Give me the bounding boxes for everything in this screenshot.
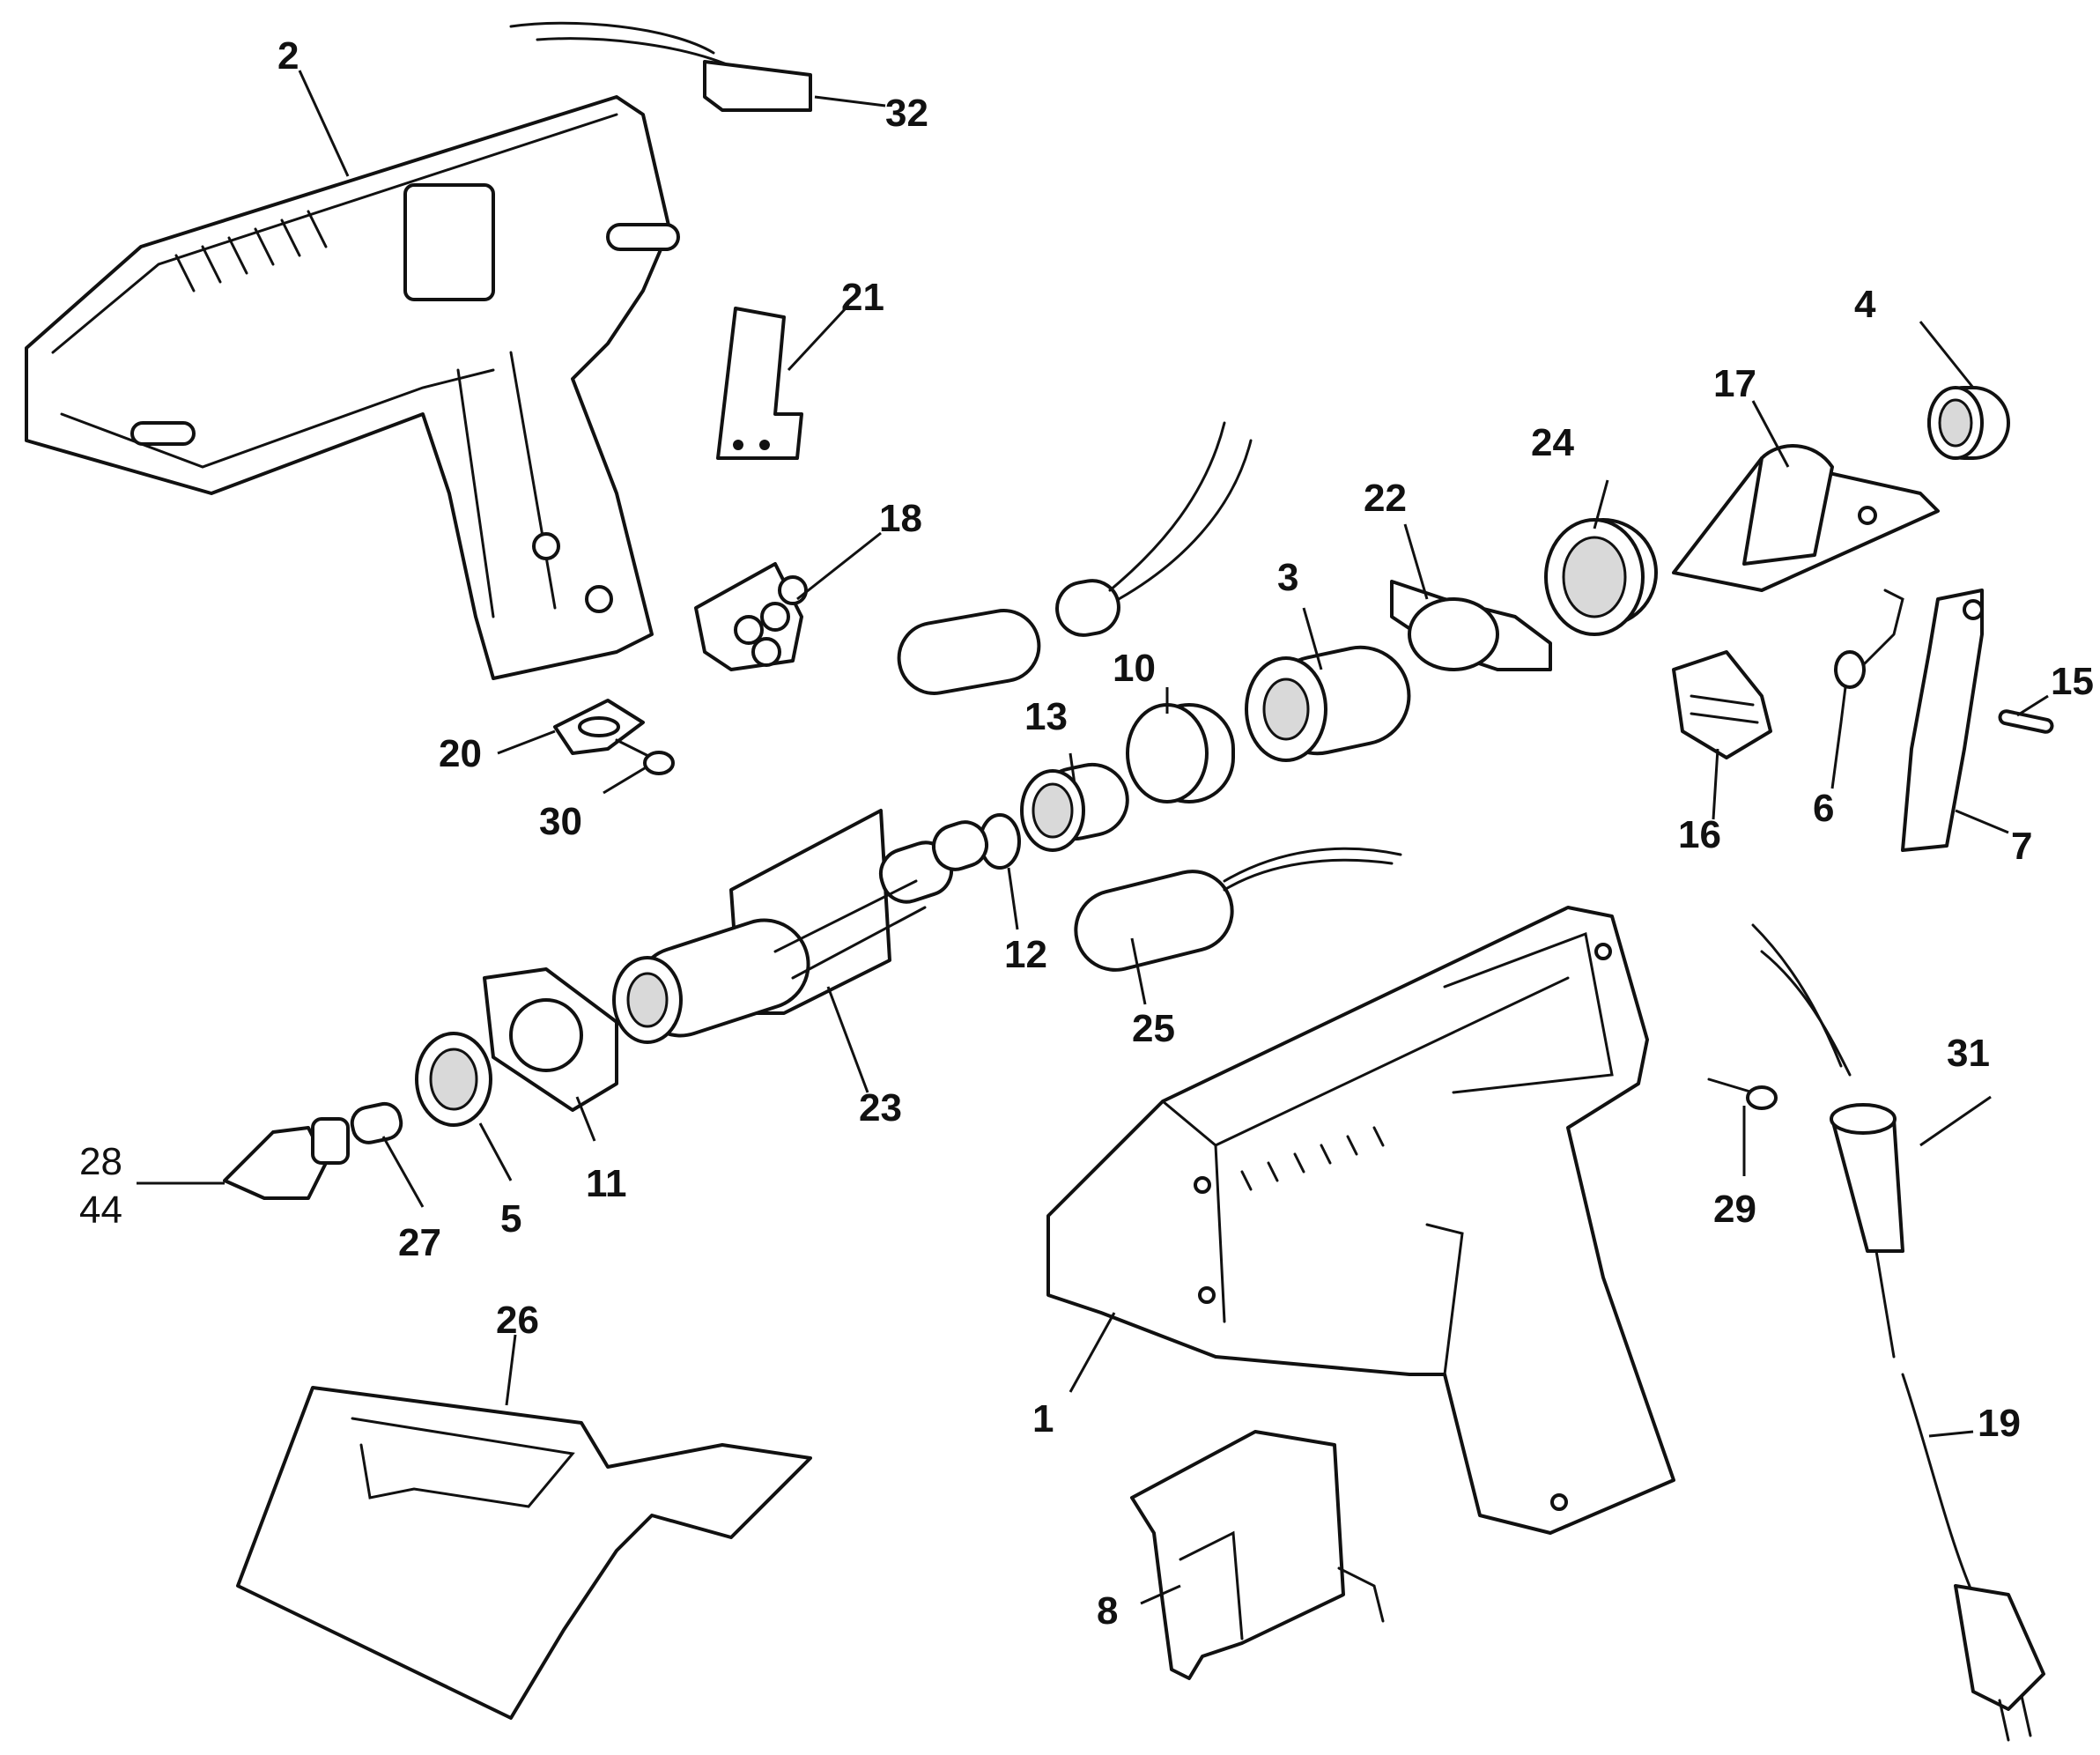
part-19-power-cord bbox=[1874, 1249, 2045, 1742]
callout-16: 16 bbox=[1678, 813, 1721, 856]
part-5-washer bbox=[415, 1032, 492, 1127]
part-11-mount bbox=[483, 967, 618, 1112]
part-23-heater-body bbox=[612, 809, 989, 1044]
callout-17: 17 bbox=[1713, 362, 1756, 405]
part-4-ring bbox=[1927, 386, 2010, 460]
callout-4: 4 bbox=[1854, 283, 1876, 326]
callout-44: 44 bbox=[79, 1189, 122, 1232]
callout-20: 20 bbox=[439, 732, 482, 775]
callout-21: 21 bbox=[841, 276, 884, 319]
callout-32: 32 bbox=[885, 92, 928, 135]
part-31-strain-relief bbox=[1751, 923, 1904, 1253]
part-24-cup bbox=[1544, 518, 1658, 636]
callout-2: 2 bbox=[277, 34, 299, 78]
callout-7: 7 bbox=[2011, 825, 2032, 868]
callout-10: 10 bbox=[1113, 647, 1156, 690]
part-8-guard bbox=[1130, 1430, 1385, 1680]
callout-30: 30 bbox=[539, 800, 582, 843]
part-29-screw bbox=[1707, 1077, 1778, 1110]
part-10-ring bbox=[1126, 703, 1235, 803]
part-28-44-nozzle bbox=[223, 1117, 350, 1200]
part-7-trigger bbox=[1901, 589, 1984, 852]
callout-18: 18 bbox=[879, 497, 922, 540]
part-32-terminal bbox=[509, 21, 812, 112]
part-16-switch bbox=[1672, 650, 1772, 759]
callout-5: 5 bbox=[500, 1197, 521, 1240]
part-2-housing-half bbox=[25, 95, 680, 680]
callout-25: 25 bbox=[1132, 1007, 1175, 1050]
part-17-trigger-housing bbox=[1672, 444, 1940, 592]
part-18-connector bbox=[694, 562, 808, 671]
callout-8: 8 bbox=[1097, 1589, 1118, 1633]
callout-29: 29 bbox=[1713, 1188, 1756, 1231]
callout-12: 12 bbox=[1004, 933, 1047, 976]
callout-19: 19 bbox=[1978, 1402, 2021, 1445]
callout-23: 23 bbox=[859, 1086, 902, 1129]
callout-26: 26 bbox=[496, 1299, 539, 1342]
part-27-sleeve bbox=[350, 1101, 403, 1144]
callout-15: 15 bbox=[2051, 660, 2094, 703]
part-21-plate bbox=[716, 307, 803, 460]
callout-31: 31 bbox=[1947, 1032, 1990, 1075]
callout-13: 13 bbox=[1024, 695, 1068, 738]
callout-labels: 2 32 21 18 20 30 23 13 10 12 25 3 22 24 … bbox=[79, 34, 2094, 1633]
callout-27: 27 bbox=[398, 1221, 441, 1264]
part-30-screw bbox=[615, 738, 675, 775]
callout-24: 24 bbox=[1531, 421, 1574, 464]
part-3-sleeve bbox=[1245, 645, 1411, 762]
part-15-pin bbox=[1998, 709, 2054, 734]
part-22-bracket bbox=[1390, 580, 1552, 671]
part-26-stand bbox=[236, 1386, 812, 1720]
callout-11: 11 bbox=[586, 1162, 627, 1205]
part-1-housing-front bbox=[1046, 906, 1675, 1535]
leader-lines bbox=[137, 70, 2049, 1605]
part-13-bushing bbox=[1020, 762, 1129, 852]
part-25-heater-rod bbox=[1074, 847, 1402, 972]
callout-28: 28 bbox=[79, 1140, 122, 1183]
callout-3: 3 bbox=[1277, 556, 1298, 599]
callout-1: 1 bbox=[1032, 1397, 1054, 1440]
callout-22: 22 bbox=[1364, 477, 1407, 520]
callout-6: 6 bbox=[1813, 787, 1834, 830]
part-20-clip bbox=[553, 699, 645, 755]
part-6-spring bbox=[1834, 589, 1904, 724]
heater-rod-upper bbox=[897, 421, 1253, 695]
